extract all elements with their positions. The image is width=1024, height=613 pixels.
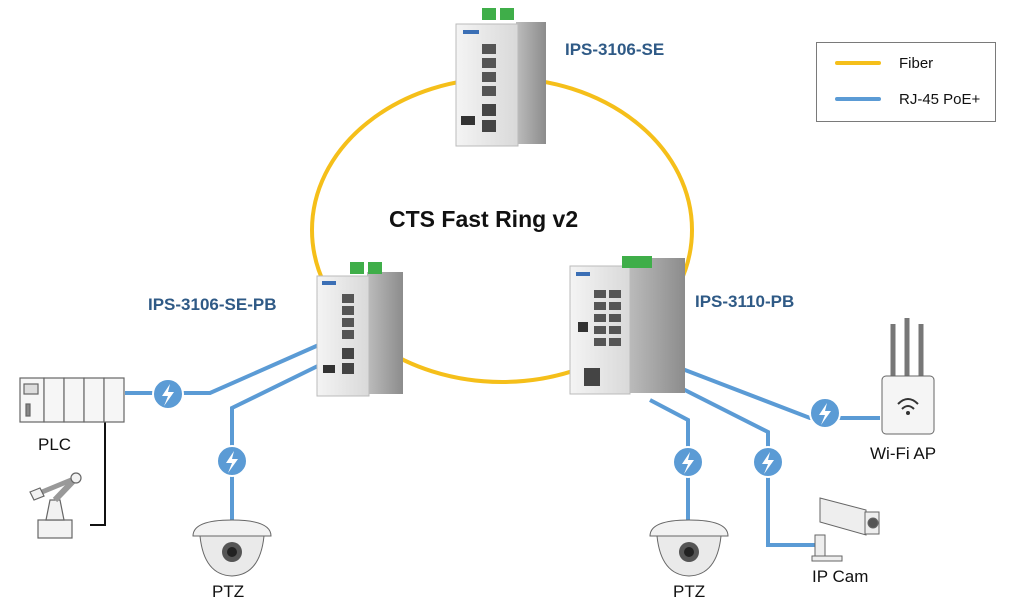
poe-lightning-icon [152,378,184,410]
switch-ips-3106-se-pb [316,262,403,397]
endpoint-label-plc: PLC [38,435,72,454]
legend-item-poe: RJ-45 PoE+ [835,89,980,109]
plc-robot-link [90,415,106,526]
legend: Fiber RJ-45 PoE+ [816,42,996,122]
device-label-ips-3110-pb: IPS-3110-PB [695,292,795,311]
robot-arm-icon [29,472,82,539]
ptz-dome-camera-icon [649,519,729,577]
switch-ips-3106-se [455,8,546,147]
plc-icon [19,377,125,423]
device-label-ips-3106-se-pb: IPS-3106-SE-PB [148,295,277,314]
ptz-dome-camera-icon [192,519,272,577]
legend-swatch-fiber [835,61,881,65]
legend-label-poe: RJ-45 PoE+ [899,90,981,108]
ring-title: CTS Fast Ring v2 [389,206,579,232]
endpoint-label-ptz-left: PTZ [212,582,245,601]
switch-ips-3110-pb [569,256,685,395]
legend-item-fiber: Fiber [835,53,933,73]
device-label-ips-3106-se: IPS-3106-SE [565,40,665,59]
poe-lightning-icon [809,397,841,429]
endpoint-label-ptz-right: PTZ [673,582,706,601]
legend-swatch-poe [835,97,881,101]
poe-lightning-icon [752,446,784,478]
endpoint-label-ip-cam: IP Cam [812,567,869,586]
poe-links [125,338,880,547]
legend-label-fiber: Fiber [899,54,934,72]
endpoint-label-wifi-ap: Wi-Fi AP [870,444,937,463]
poe-lightning-icon [672,446,704,478]
poe-lightning-icon [216,445,248,477]
wifi-router-icon [881,318,935,435]
bullet-camera-icon [811,497,880,562]
